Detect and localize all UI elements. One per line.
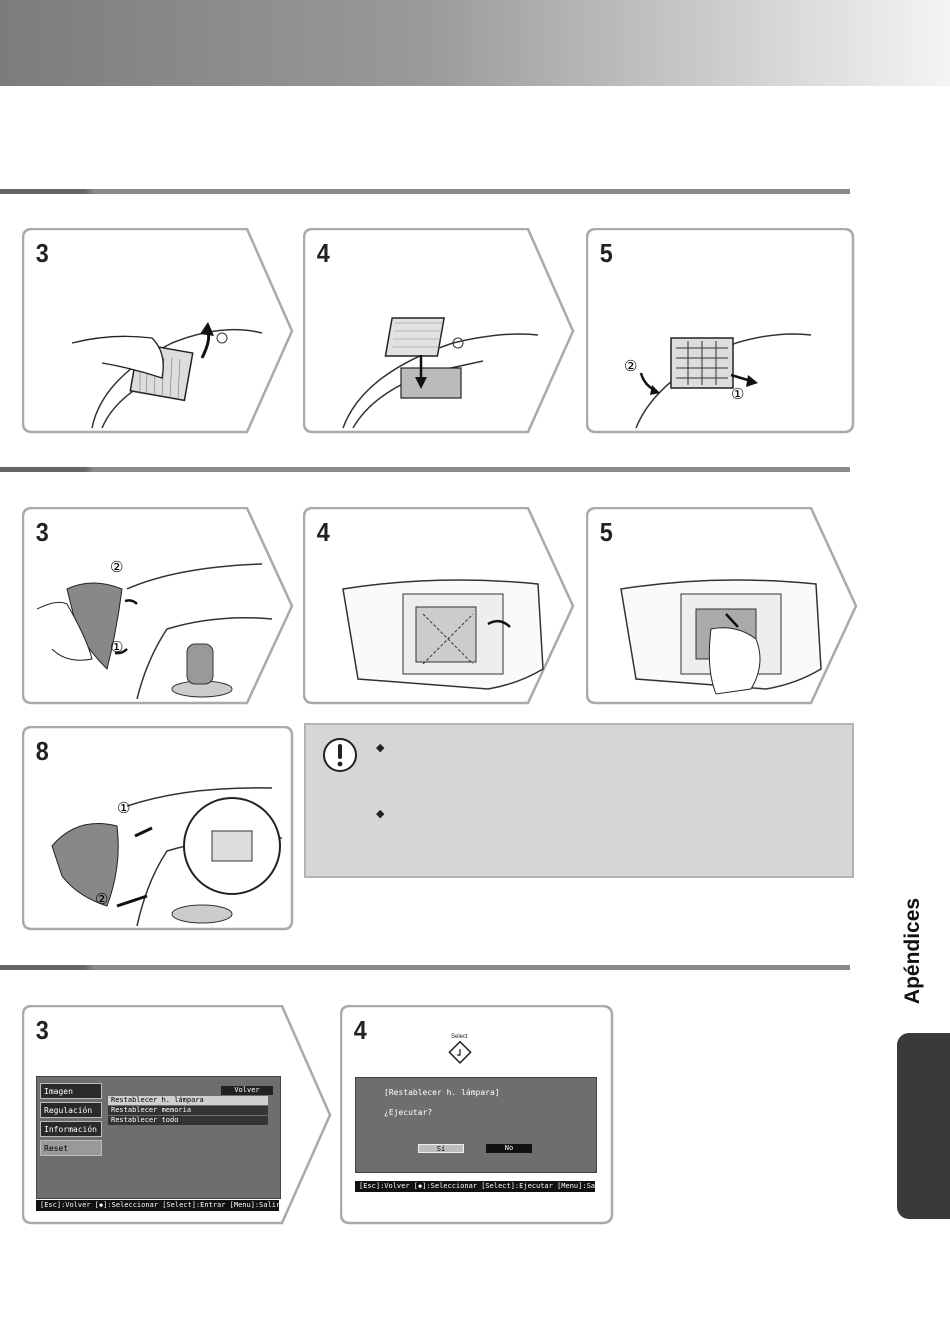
step-number: 3 xyxy=(35,1015,49,1045)
section-tab-marker xyxy=(897,1033,950,1219)
filter-step-5-panel: 5 ② ① xyxy=(586,228,856,434)
section-rule-lamp xyxy=(0,467,850,472)
callout-one: ① xyxy=(110,639,124,656)
confirm-dialog-screen: [Restablecer h. lámpara] ¿Ejecutar? Sí N… xyxy=(355,1077,597,1173)
callout-one: ① xyxy=(117,800,131,817)
step-number: 4 xyxy=(353,1015,367,1045)
step-number: 4 xyxy=(316,238,330,268)
filter-insertion-illustration xyxy=(342,317,539,428)
select-button-label: Select xyxy=(451,1034,468,1040)
lamp-step-8-panel: 8 ① ② xyxy=(22,726,294,931)
menu-item-imagen[interactable]: Imagen xyxy=(40,1083,102,1099)
header-band xyxy=(0,0,950,86)
lamp-step-4-panel: 4 xyxy=(303,507,575,705)
menu-item-regulacion[interactable]: Regulación xyxy=(40,1102,102,1118)
section-tab-label: Apéndices xyxy=(901,897,924,1005)
note-bullet: ◆ xyxy=(376,742,385,754)
reset-status-bar: [Esc]:Volver [◆]:Seleccionar [Select]:En… xyxy=(36,1200,279,1211)
option-reset-all[interactable]: Restablecer todo xyxy=(108,1116,268,1125)
lamp-cover-attach-illustration xyxy=(51,787,282,926)
step-number: 3 xyxy=(35,238,49,268)
note-bullet: ◆ xyxy=(376,808,385,820)
callout-two: ② xyxy=(624,358,638,375)
callout-one: ① xyxy=(731,386,745,403)
section-rule-filter xyxy=(0,189,850,194)
callout-two: ② xyxy=(95,891,109,908)
filter-step-4-panel: 4 xyxy=(303,228,575,434)
dialog-title: [Restablecer h. lámpara] xyxy=(384,1088,500,1097)
select-button-icon xyxy=(448,1041,472,1064)
lamp-screw-loosen-illustration xyxy=(342,579,544,690)
no-button[interactable]: No xyxy=(486,1144,532,1153)
lamp-pull-out-illustration xyxy=(620,579,822,695)
menu-item-reset[interactable]: Reset xyxy=(40,1140,102,1156)
step-number: 8 xyxy=(35,736,49,766)
reset-step-3-panel: 3 Imagen Regulación Información Reset Vo… xyxy=(22,1005,332,1225)
step-number: 3 xyxy=(35,517,49,547)
step-number: 5 xyxy=(599,517,613,547)
step-number: 5 xyxy=(599,238,613,268)
caution-note: ◆ ◆ xyxy=(304,723,854,878)
back-button[interactable]: Volver xyxy=(221,1086,273,1095)
dialog-question: ¿Ejecutar? xyxy=(384,1108,433,1117)
option-reset-memory[interactable]: Restablecer memoria xyxy=(108,1106,268,1115)
filter-step-3-panel: 3 xyxy=(22,228,294,434)
reset-step-4-panel: 4 Select [Restablecer h. lámpara] ¿Ejecu… xyxy=(340,1005,614,1225)
section-rule-reset xyxy=(0,965,850,970)
exclamation-icon xyxy=(323,738,357,772)
reset-menu-screen: Imagen Regulación Información Reset Volv… xyxy=(36,1076,281,1199)
lamp-cover-removal-illustration xyxy=(37,563,272,699)
option-reset-lamp-hours[interactable]: Restablecer h. lámpara xyxy=(108,1096,268,1105)
lamp-step-3-panel: 3 ② ① xyxy=(22,507,294,705)
yes-button[interactable]: Sí xyxy=(418,1144,464,1153)
step-number: 4 xyxy=(316,517,330,547)
filter-cover-attach-illustration xyxy=(635,333,812,428)
lamp-step-5-panel: 5 xyxy=(586,507,858,705)
filter-cover-removal-illustration xyxy=(72,322,262,428)
confirm-status-bar: [Esc]:Volver [◆]:Seleccionar [Select]:Ej… xyxy=(355,1181,595,1192)
callout-two: ② xyxy=(110,559,124,576)
menu-item-informacion[interactable]: Información xyxy=(40,1121,102,1137)
